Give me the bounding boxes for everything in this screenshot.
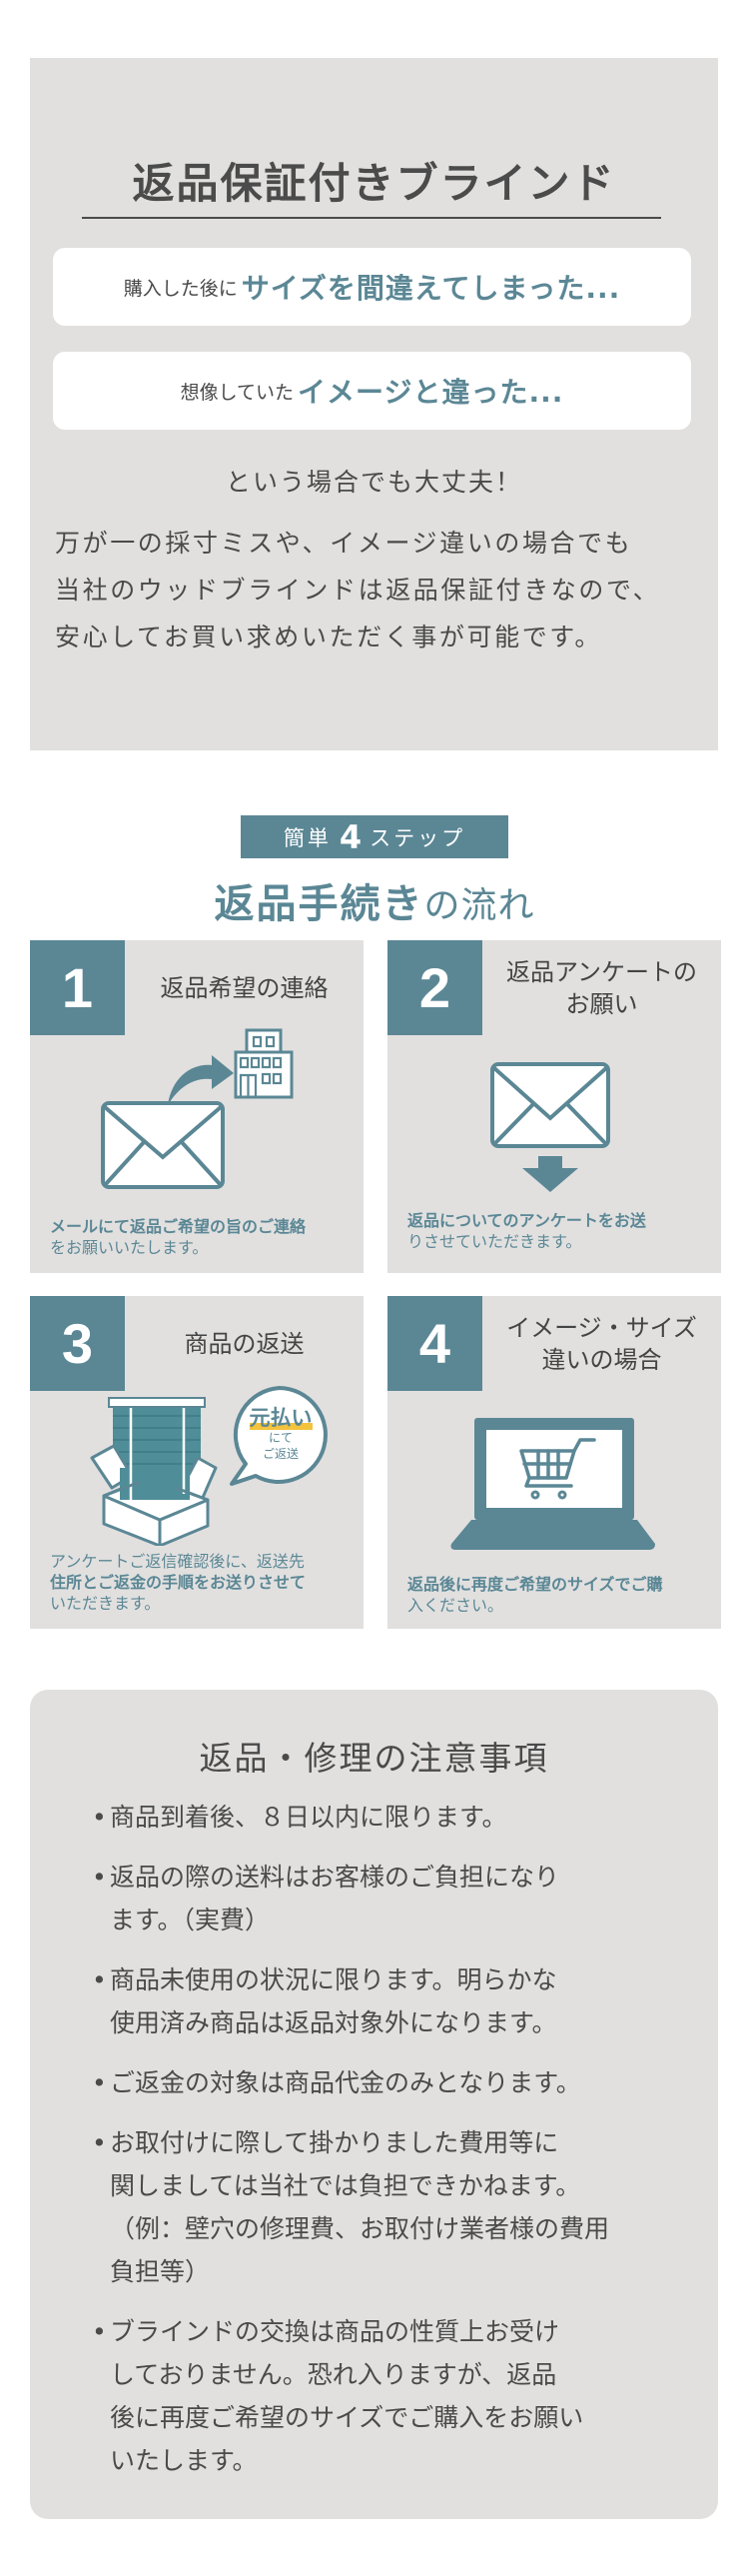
case-highlight: イメージと違った... (298, 376, 564, 409)
note-item: • 返品の際の送料はお客様のご負担になり ます。（実費） (92, 1856, 691, 1941)
step-description: 返品についてのアンケートをお送 りさせていただきます。 (407, 1210, 709, 1252)
step-title: 商品の返送 (125, 1296, 364, 1391)
note-line: 商品到着後、８日以内に限ります。 (110, 1803, 507, 1832)
case-box-image: 想像していた イメージと違った... (53, 352, 691, 430)
note-item: • 商品未使用の状況に限ります。明らかな 使用済み商品は返品対象外になります。 (92, 1958, 691, 2044)
desc-line: 住所とご返金の手順をお送りさせて (50, 1573, 307, 1592)
step-number: 4 (387, 1296, 482, 1391)
note-line: ます。（実費） (110, 1906, 271, 1934)
step-card-4: 4 イメージ・サイズ 違いの場合 返品後に再度ご希望のサイズでご購 入ください。 (387, 1296, 721, 1629)
bubble-main: 元払い (249, 1406, 313, 1430)
bubble-text: 元払い にて ご返送 (244, 1406, 318, 1462)
step-title-line: 違いの場合 (541, 1345, 662, 1374)
bullet-icon: • (92, 1863, 107, 1892)
envelope-download-icon (490, 1062, 610, 1192)
bubble-line: ご返送 (262, 1447, 299, 1461)
note-line: いたします。 (110, 2446, 258, 2475)
bullet-icon: • (92, 2068, 107, 2097)
badge-number: 4 (339, 817, 363, 856)
step-title: イメージ・サイズ 違いの場合 (482, 1296, 721, 1391)
note-item: • ブラインドの交換は商品の性質上お受け しておりません。恐れ入りますが、返品 … (92, 2310, 691, 2482)
guarantee-section: 返品保証付きブラインド 購入した後に サイズを間違えてしまった... 想像してい… (30, 58, 718, 750)
body-line: 当社のウッドブラインドは返品保証付きなので、 (55, 576, 661, 605)
note-item: • 商品到着後、８日以内に限ります。 (92, 1796, 691, 1839)
envelope-to-building-icon (101, 1028, 294, 1189)
badge-prefix: 簡単 (283, 825, 332, 850)
case-box-size: 購入した後に サイズを間違えてしまった... (53, 248, 691, 326)
step-card-1: 1 返品希望の連絡 メールにて返品ご希望の旨のご連絡 をお願いいたします。 (30, 940, 364, 1273)
case-lead: 購入した後に (123, 277, 238, 300)
step-description: メールにて返品ご希望の旨のご連絡 をお願いいたします。 (50, 1216, 352, 1258)
note-line: 関しましては当社では負担できかねます。 (110, 2171, 581, 2200)
guarantee-title: 返品保証付きブラインド (132, 159, 616, 208)
steps-title: 返品手続きの流れ (0, 871, 749, 929)
desc-line: 返品についてのアンケートをお送 (407, 1211, 646, 1230)
blind-in-box-icon (90, 1397, 218, 1546)
step-number: 2 (387, 940, 482, 1035)
note-line: しておりません。恐れ入りますが、返品 (110, 2360, 557, 2389)
case-highlight: サイズを間違えてしまった... (241, 272, 621, 305)
desc-line: 返品後に再度ご希望のサイズでご購 (407, 1575, 663, 1594)
note-line: 返品の際の送料はお客様のご負担になり (110, 1863, 560, 1892)
title-underline (82, 217, 661, 219)
note-item: • ご返金の対象は商品代金のみとなります。 (92, 2061, 691, 2104)
note-line: ブラインドの交換は商品の性質上お受け (110, 2317, 560, 2346)
bullet-icon: • (92, 1803, 107, 1832)
step-title: 返品希望の連絡 (125, 940, 364, 1035)
desc-line: メールにて返品ご希望の旨のご連絡 (50, 1217, 307, 1236)
steps-badge: 簡単 4 ステップ (241, 815, 508, 858)
bullet-icon: • (92, 1965, 107, 1994)
note-line: ご返金の対象は商品代金のみとなります。 (110, 2068, 581, 2097)
note-line: 負担等） (110, 2257, 211, 2286)
bubble-line: にて (268, 1431, 293, 1445)
note-line: 使用済み商品は返品対象外になります。 (110, 2008, 557, 2037)
step-number: 3 (30, 1296, 125, 1391)
note-line: 後に再度ご希望のサイズでご購入をお願い (110, 2403, 584, 2432)
laptop-cart-icon (450, 1418, 655, 1550)
notes-title: 返品・修理の注意事項 (199, 1739, 549, 1778)
desc-line: をお願いいたします。 (50, 1238, 209, 1257)
note-line: （例：壁穴の修理費、お取付け業者様の費用 (110, 2214, 610, 2243)
case-lead: 想像していた (180, 381, 295, 404)
desc-line: アンケートご返信確認後に、返送先 (50, 1552, 305, 1571)
step-title-line: 返品希望の連絡 (160, 973, 329, 1002)
body-line: 安心してお買い求めいただく事が可能です。 (55, 623, 603, 651)
step-description: アンケートご返信確認後に、返送先 住所とご返金の手順をお送りさせて いただきます… (50, 1551, 352, 1614)
step-title-line: 商品の返送 (184, 1329, 305, 1358)
desc-line: 入ください。 (407, 1596, 504, 1615)
notes-list: • 商品到着後、８日以内に限ります。 • 返品の際の送料はお客様のご負担になり … (92, 1796, 691, 2499)
steps-title-bold: 返品手続き (214, 881, 424, 927)
guarantee-body: 万が一の採寸ミスや、イメージ違いの場合でも 当社のウッドブラインドは返品保証付き… (55, 520, 704, 660)
bullet-icon: • (92, 2128, 107, 2157)
note-item: • お取付けに際して掛かりました費用等に 関しましては当社では負担できかねます。… (92, 2121, 691, 2293)
body-line: 万が一の採寸ミスや、イメージ違いの場合でも (55, 529, 633, 558)
step-title: 返品アンケートの お願い (482, 940, 721, 1035)
note-line: 商品未使用の状況に限ります。明らかな (110, 1965, 557, 1994)
step-card-3: 3 商品の返送 元払い にて ご返送 アンケ (30, 1296, 364, 1629)
step-title-line: 返品アンケートの (505, 957, 698, 986)
badge-suffix: ステップ (370, 825, 466, 850)
note-line: お取付けに際して掛かりました費用等に (110, 2128, 559, 2157)
steps-title-rest: の流れ (423, 885, 535, 926)
step-title-line: イメージ・サイズ (506, 1313, 697, 1342)
reassure-text: という場合でも大丈夫！ (225, 468, 522, 497)
step-number: 1 (30, 940, 125, 1035)
desc-line: いただきます。 (50, 1594, 161, 1613)
step-description: 返品後に再度ご希望のサイズでご購 入ください。 (407, 1574, 709, 1616)
notes-section: 返品・修理の注意事項 • 商品到着後、８日以内に限ります。 • 返品の際の送料は… (30, 1690, 718, 2519)
step-card-2: 2 返品アンケートの お願い 返品についてのアンケートをお送 りさせていただきま… (387, 940, 721, 1273)
step-title-line: お願い (565, 989, 638, 1018)
desc-line: りさせていただきます。 (407, 1232, 582, 1251)
bullet-icon: • (92, 2317, 107, 2346)
